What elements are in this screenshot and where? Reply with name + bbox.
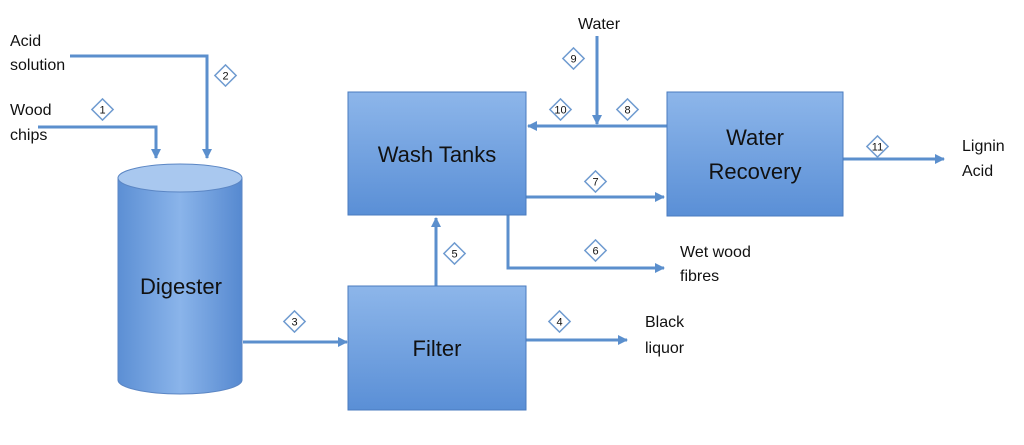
stream-tag-2: 2 bbox=[213, 63, 238, 88]
wood-chips-label-line1: Wood bbox=[10, 102, 52, 119]
stream-2-line bbox=[70, 54, 212, 159]
svg-text:10: 10 bbox=[554, 105, 566, 117]
svg-text:6: 6 bbox=[592, 246, 598, 258]
stream-tag-11: 11 bbox=[865, 134, 890, 159]
stream-1-line bbox=[38, 125, 161, 159]
black-liquor-label-line2: liquor bbox=[645, 340, 685, 357]
stream-tag-8: 8 bbox=[615, 97, 640, 122]
water-label: Water bbox=[578, 16, 621, 33]
wet-wood-fibres-label-line2: fibres bbox=[680, 268, 719, 285]
wood-chips-label-line2: chips bbox=[10, 127, 47, 144]
lignin-acid-label-line2: Acid bbox=[962, 163, 993, 180]
svg-text:5: 5 bbox=[451, 249, 457, 261]
acid-solution-label-line1: Acid bbox=[10, 33, 41, 50]
water-recovery-label-line2: Recovery bbox=[709, 159, 802, 184]
stream-tag-4: 4 bbox=[547, 309, 572, 334]
lignin-acid-label-line1: Lignin bbox=[962, 138, 1005, 155]
stream-tag-3: 3 bbox=[282, 309, 307, 334]
water-recovery-label-line1: Water bbox=[726, 125, 784, 150]
stream-6-line bbox=[506, 215, 665, 273]
stream-tag-10: 10 bbox=[548, 97, 573, 122]
svg-text:1: 1 bbox=[99, 105, 105, 117]
svg-text:9: 9 bbox=[570, 54, 576, 66]
stream-tag-1: 1 bbox=[90, 97, 115, 122]
wet-wood-fibres-label-line1: Wet wood bbox=[680, 244, 751, 261]
stream-tag-5: 5 bbox=[442, 241, 467, 266]
svg-text:7: 7 bbox=[592, 177, 598, 189]
svg-text:2: 2 bbox=[222, 71, 228, 83]
svg-text:8: 8 bbox=[624, 105, 630, 117]
black-liquor-label-line1: Black bbox=[645, 314, 685, 331]
wash-tanks-unit: Wash Tanks bbox=[347, 91, 527, 216]
svg-text:3: 3 bbox=[291, 317, 297, 329]
stream-tag-6: 6 bbox=[583, 238, 608, 263]
svg-text:11: 11 bbox=[872, 142, 883, 154]
filter-label: Filter bbox=[413, 336, 462, 361]
stream-tag-9: 9 bbox=[561, 46, 586, 71]
wash-tanks-label: Wash Tanks bbox=[378, 142, 497, 167]
acid-solution-label-line2: solution bbox=[10, 57, 65, 74]
digester-unit: Digester bbox=[117, 163, 243, 395]
filter-unit: Filter bbox=[347, 285, 527, 411]
water-recovery-unit: Water Recovery bbox=[666, 91, 844, 217]
digester-label: Digester bbox=[140, 274, 222, 299]
svg-text:4: 4 bbox=[556, 317, 562, 329]
stream-tag-7: 7 bbox=[583, 169, 608, 194]
